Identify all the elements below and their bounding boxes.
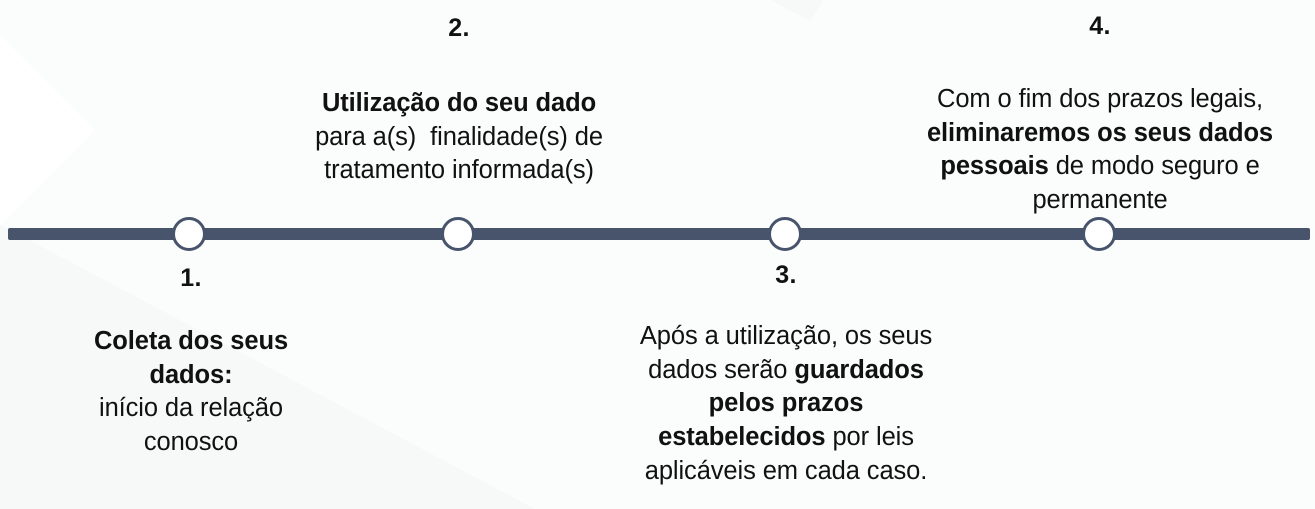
step-4-text: Com o fim dos prazos legais,eliminaremos…	[926, 85, 1274, 214]
background-chevron-watermark	[0, 23, 96, 237]
step-3-number: 3.	[775, 261, 797, 289]
step-2-number: 2.	[448, 14, 470, 42]
timeline-step-4: 4. Com o fim dos prazos legais,eliminare…	[890, 10, 1310, 218]
timeline-node-2	[441, 217, 475, 251]
timeline-node-1	[172, 217, 206, 251]
timeline-axis	[8, 228, 1310, 240]
timeline-node-3	[768, 217, 802, 251]
step-1-number: 1.	[180, 264, 202, 292]
step-4-number: 4.	[1089, 12, 1111, 40]
timeline-node-4	[1082, 217, 1116, 251]
timeline-step-1: 1. Coleta dos seus dados:início da relaç…	[58, 262, 324, 460]
